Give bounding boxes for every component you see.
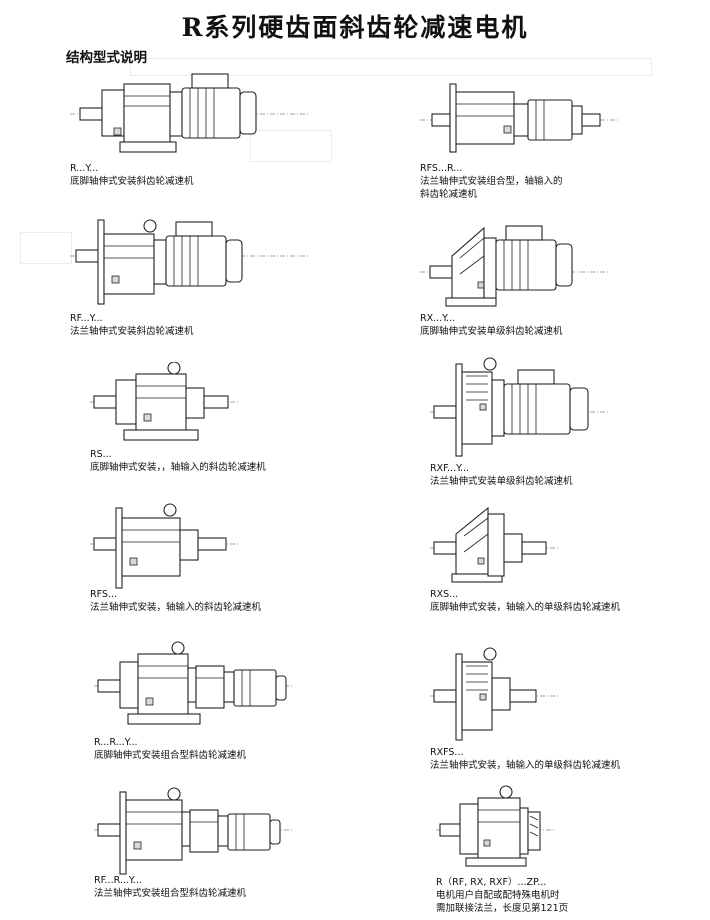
item-description: 法兰轴伸式安装，轴输入的斜齿轮减速机 — [90, 602, 262, 613]
item-description: 法兰轴伸式安装单级斜齿轮减速机 — [430, 476, 573, 487]
item-description: 底脚轴伸式安装，，轴输入的斜齿轮减速机 — [90, 462, 266, 473]
gearmotor-foot-drawing — [70, 73, 310, 153]
item-description: 底脚轴伸式安装斜齿轮减速机 — [70, 176, 194, 187]
item-description: 法兰轴伸式安装斜齿轮减速机 — [70, 326, 194, 337]
combined-foot-gearmotor-drawing — [94, 641, 294, 725]
item-code: RFS...R... — [420, 163, 463, 174]
gearmotor-flange-drawing — [70, 219, 310, 305]
item-description: 法兰轴伸式安装组合型斜齿轮减速机 — [94, 888, 247, 899]
reducer-foot-shaft-input-drawing — [90, 362, 240, 441]
item-code: R...R...Y... — [94, 737, 138, 748]
bleed-through-box — [20, 232, 72, 264]
item-code: RF...R...Y... — [94, 875, 142, 886]
single-stage-flange-shaft-input-drawing — [430, 647, 560, 741]
item-code: RF...Y... — [70, 313, 103, 324]
single-stage-flange-drawing — [430, 357, 610, 457]
combined-flange-gearmotor-drawing — [94, 787, 294, 875]
item-rf-r-y: RF...R...Y... 法兰轴伸式安装组合型斜齿轮减速机 — [94, 784, 394, 904]
item-description: 电机用户自配或配特殊电机时 — [436, 890, 560, 901]
item-rfs-r: RFS...R... 法兰轴伸式安装组合型，轴输入的 斜齿轮减速机 — [420, 70, 710, 200]
bleed-through-box — [130, 58, 652, 76]
item-description: 底脚轴伸式安装单级斜齿轮减速机 — [420, 326, 563, 337]
item-description: 法兰轴伸式安装组合型，轴输入的 — [420, 176, 563, 187]
item-rxs: RXS... 底脚轴伸式安装，轴输入的单级斜齿轮减速机 — [430, 500, 710, 624]
item-code: RS... — [90, 449, 112, 460]
item-description-line2: 需加联接法兰，长度见第121页 — [436, 903, 569, 914]
single-stage-foot-shaft-input-drawing — [430, 506, 560, 583]
adapter-flange-drawing — [436, 785, 556, 867]
item-description: 法兰轴伸式安装，轴输入的单级斜齿轮减速机 — [430, 760, 621, 771]
item-code: RXS... — [430, 589, 459, 600]
item-description-line2: 斜齿轮减速机 — [420, 189, 478, 200]
item-rf-y: RF...Y... 法兰轴伸式安装斜齿轮减速机 — [70, 216, 370, 340]
item-code: RFS... — [90, 589, 117, 600]
reducer-flange-shaft-input-drawing — [90, 503, 240, 589]
item-rxf-y: RXF...Y... 法兰轴伸式安装单级斜齿轮减速机 — [430, 356, 710, 490]
single-stage-foot-drawing — [420, 225, 610, 307]
item-zp: R（RF, RX, RXF）...ZP... 电机用户自配或配特殊电机时 需加联… — [436, 784, 710, 916]
page-title: R系列硬齿面斜齿轮减速电机 — [181, 13, 529, 42]
item-code: R...Y... — [70, 163, 99, 174]
bleed-through-box — [250, 130, 332, 162]
section-subtitle: 结构型式说明 — [66, 50, 147, 66]
item-code: R（RF, RX, RXF）...ZP... — [436, 877, 547, 888]
item-code: RXFS... — [430, 747, 464, 758]
item-r-y: R...Y... 底脚轴伸式安装斜齿轮减速机 — [70, 70, 370, 196]
item-description: 底脚轴伸式安装，轴输入的单级斜齿轮减速机 — [430, 602, 621, 613]
item-rs: RS... 底脚轴伸式安装，，轴输入的斜齿轮减速机 — [90, 362, 390, 482]
item-rxfs: RXFS... 法兰轴伸式安装，轴输入的单级斜齿轮减速机 — [430, 640, 710, 780]
item-description: 底脚轴伸式安装组合型斜齿轮减速机 — [94, 750, 247, 761]
item-rfs: RFS... 法兰轴伸式安装，轴输入的斜齿轮减速机 — [90, 500, 390, 624]
gearmotor-flange-combined-drawing — [420, 83, 620, 153]
item-code: RXF...Y... — [430, 463, 470, 474]
item-code: RX...Y... — [420, 313, 456, 324]
item-rx-y: RX...Y... 底脚轴伸式安装单级斜齿轮减速机 — [420, 216, 710, 340]
item-r-r-y: R...R...Y... 底脚轴伸式安装组合型斜齿轮减速机 — [94, 640, 394, 768]
